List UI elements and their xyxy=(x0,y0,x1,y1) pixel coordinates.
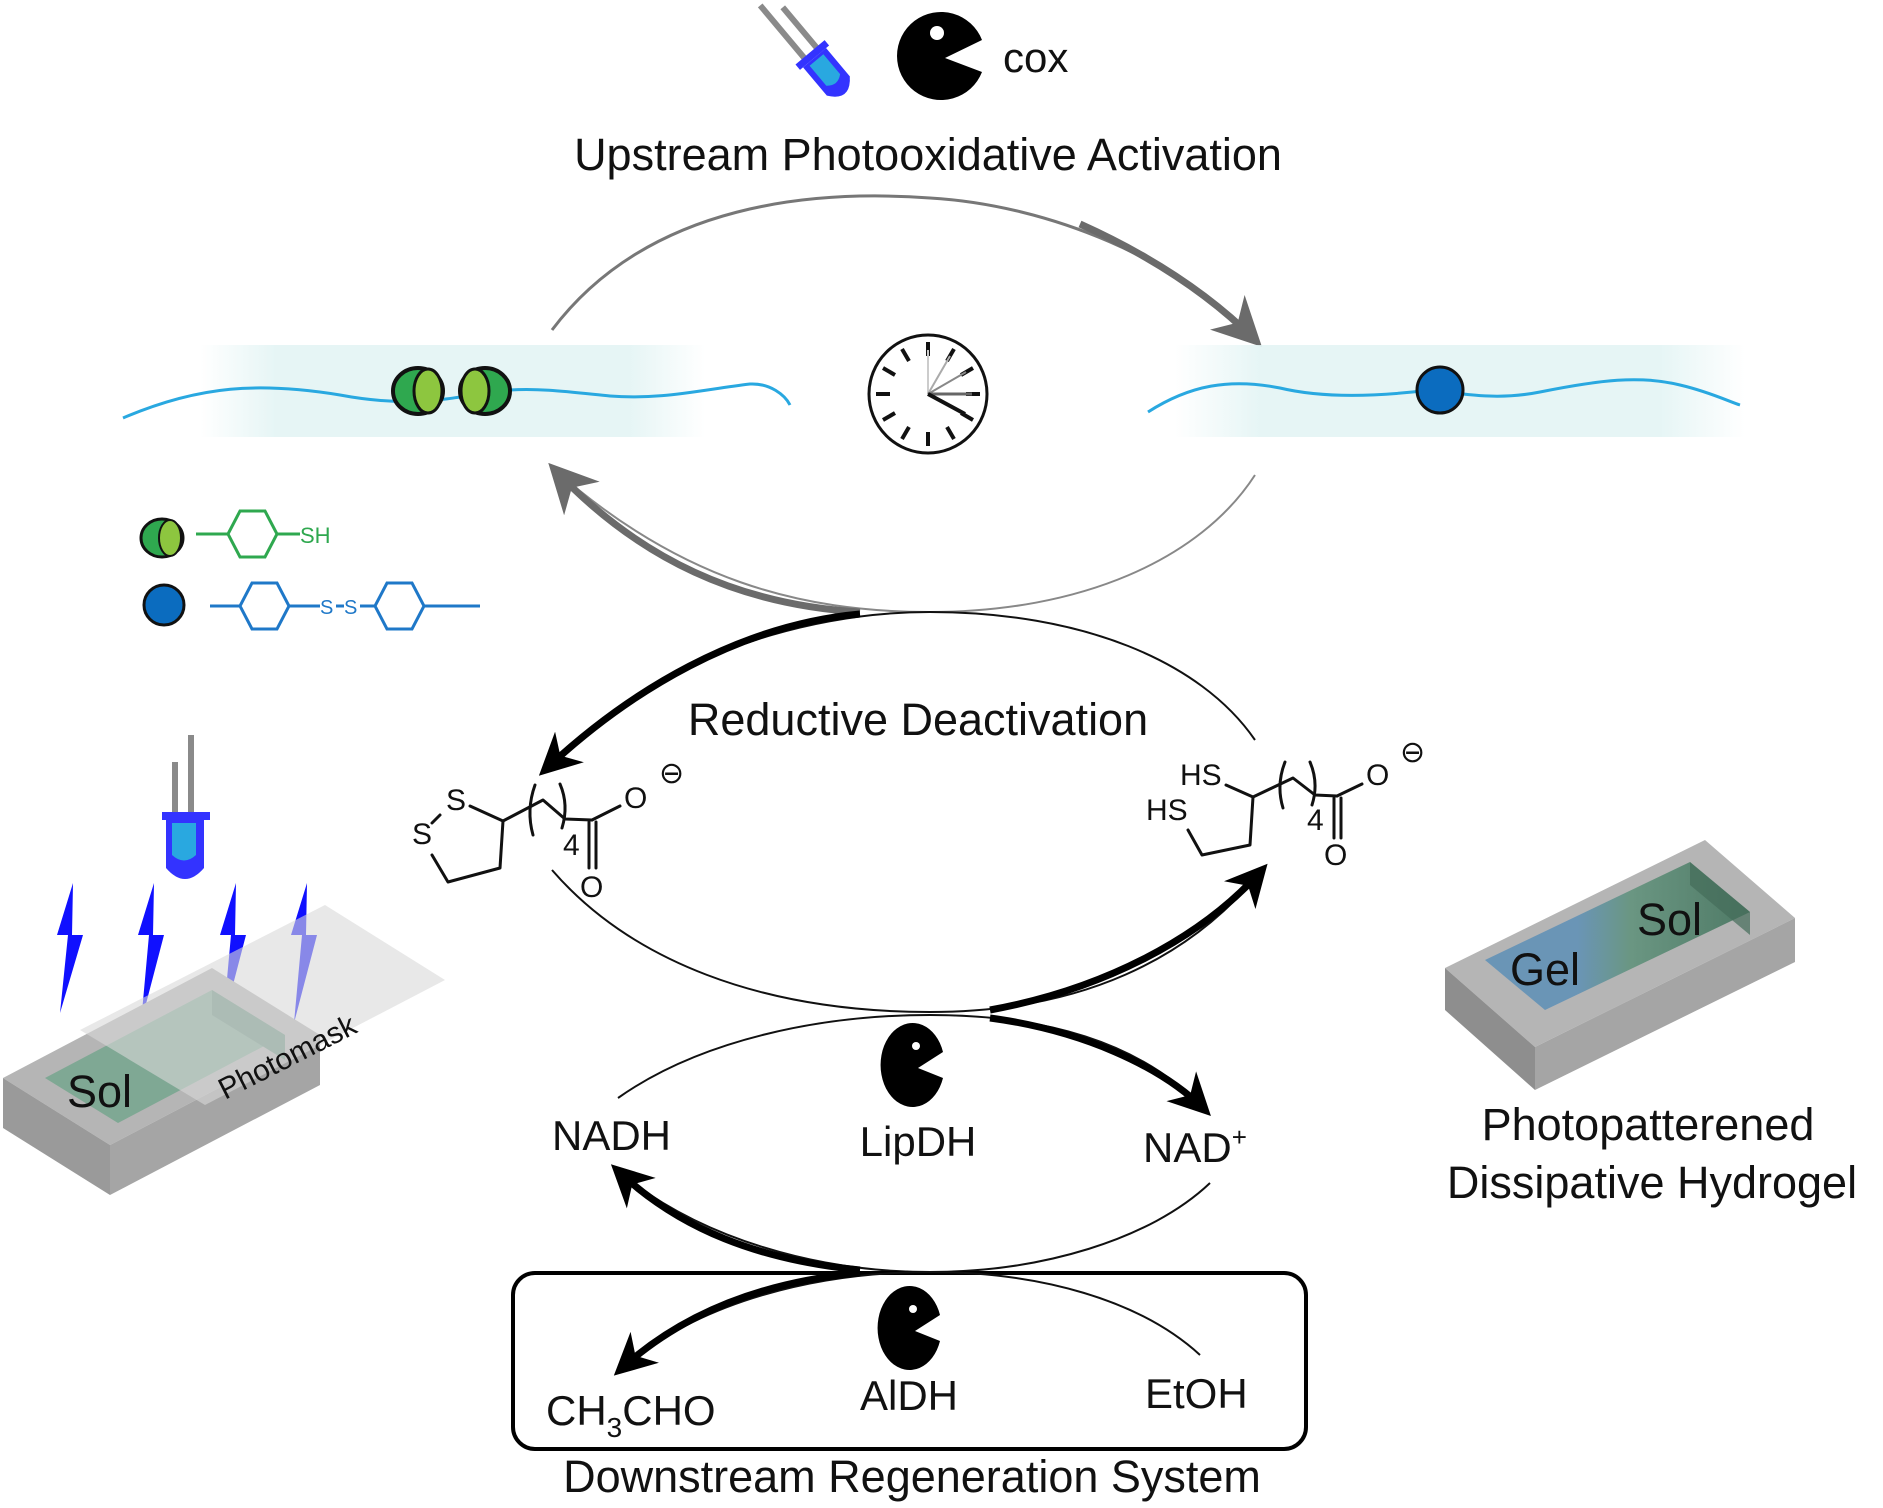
clock-icon xyxy=(867,333,989,455)
nad-arc-bottom xyxy=(616,1169,1211,1274)
led-icon-left xyxy=(162,735,210,879)
ethanol-label: EtOH xyxy=(1145,1370,1248,1417)
lipdh-enzyme-icon xyxy=(880,1023,943,1108)
hydrogel-caption-line1: Photopatterened xyxy=(1482,1099,1815,1150)
nad-arc-top xyxy=(617,1013,1206,1111)
activation-arc xyxy=(550,194,1257,342)
reductive-arrow-bottom xyxy=(989,863,1268,1014)
acetaldehyde-label: CH3CHO xyxy=(546,1387,716,1443)
lipoate-o-carbonyl: O xyxy=(580,871,603,904)
aldh-enzyme-icon xyxy=(877,1286,940,1370)
dhla-o-carbonyl: O xyxy=(1324,839,1347,872)
reductive-arc-bottom xyxy=(551,869,1263,1014)
legend-sh-label: SH xyxy=(300,523,331,548)
dhla-hs1: HS xyxy=(1180,759,1222,792)
dhla-charge: ⊖ xyxy=(1400,735,1425,770)
dhla-o-carboxylate: O xyxy=(1366,759,1389,792)
led-icon-top xyxy=(757,3,850,97)
ethanol-to-acetaldehyde-arrow xyxy=(613,1269,861,1376)
lipdh-label: LipDH xyxy=(860,1118,977,1165)
reductive-arrow-top xyxy=(538,610,861,776)
cox-enzyme-icon xyxy=(897,12,982,101)
bolt-icon xyxy=(57,883,83,1013)
nadh-to-nad-arrow xyxy=(989,1014,1211,1116)
dihydrolipoate-structure: HS HS 4 O O ⊖ xyxy=(1146,735,1425,872)
left-sol-label: Sol xyxy=(67,1066,132,1117)
aldh-label: AlDH xyxy=(860,1372,958,1419)
right-sol-label: Sol xyxy=(1637,894,1702,945)
nadh-label: NADH xyxy=(552,1112,671,1159)
legend-thiol: SH xyxy=(139,509,331,559)
hydrogel-caption-line2: Dissipative Hydrogel xyxy=(1447,1157,1857,1208)
lipoate-s2: S xyxy=(412,818,432,851)
thiol-crosslinker-left xyxy=(391,366,512,416)
lipoate-charge: ⊖ xyxy=(659,756,684,791)
nad-to-nadh-arrow xyxy=(610,1164,861,1274)
patterned-hydrogel-container xyxy=(1445,840,1795,1090)
bolt-icon xyxy=(138,883,164,1023)
dhla-hs2: HS xyxy=(1146,794,1188,827)
legend-disulfide: S S xyxy=(142,581,480,631)
activation-arrow xyxy=(1078,220,1262,347)
reductive-deactivation-label: Reductive Deactivation xyxy=(688,694,1148,745)
lipoate-structure: S S 4 O O ⊖ xyxy=(412,756,684,904)
legend-s2-label: S xyxy=(344,597,357,619)
legend-s1-label: S xyxy=(320,597,333,619)
return-arc xyxy=(554,469,1256,614)
disulfide-crosslink xyxy=(1415,365,1465,415)
lipoate-s1: S xyxy=(446,784,466,817)
upstream-title: Upstream Photooxidative Activation xyxy=(574,129,1282,180)
polymer-band-left xyxy=(200,345,705,437)
return-arrow xyxy=(548,462,861,616)
dhla-n: 4 xyxy=(1307,804,1324,837)
photomask xyxy=(80,905,445,1105)
cox-label: cox xyxy=(1003,34,1068,81)
polymer-chain-left xyxy=(122,382,792,420)
downstream-title: Downstream Regeneration System xyxy=(563,1451,1261,1502)
lipoate-n: 4 xyxy=(563,829,580,862)
nad-label: NAD+ xyxy=(1143,1122,1247,1171)
lipoate-o-carboxylate: O xyxy=(624,782,647,815)
gel-label: Gel xyxy=(1510,944,1580,995)
